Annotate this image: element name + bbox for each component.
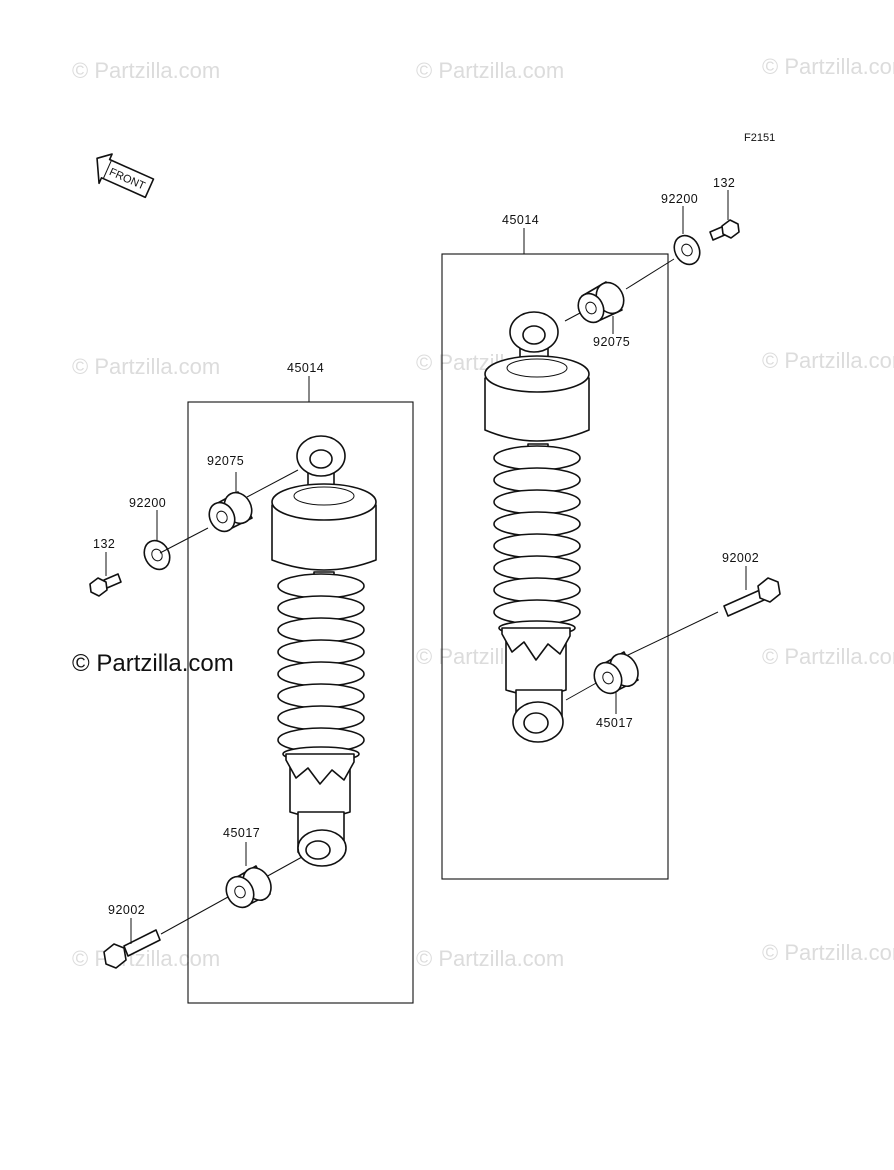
watermark-grid: © Partzilla.com © Partzilla.com © Partzi… — [72, 54, 894, 971]
left-lower-bushing-label: 45017 — [223, 826, 260, 840]
left-upper-bushing-label: 92075 — [207, 454, 244, 468]
front-arrow-icon: FRONT — [96, 153, 155, 199]
watermark: © Partzilla.com — [762, 54, 894, 79]
right-upper-bushing-label: 92075 — [593, 335, 630, 349]
watermark: © Partzilla.com — [72, 354, 220, 379]
left-shock-assembly: 45014 — [89, 361, 414, 1004]
right-washer-label: 92200 — [661, 192, 698, 206]
right-upper-bushing — [577, 281, 625, 324]
left-lower-bolt-label: 92002 — [108, 903, 145, 917]
watermark: © Partzilla.com — [72, 946, 220, 971]
right-lower-bolt-label: 92002 — [722, 551, 759, 565]
right-lower-bushing-label: 45017 — [596, 716, 633, 730]
right-lower-bushing — [593, 651, 639, 695]
right-shock-assembly: 45014 — [441, 176, 781, 880]
right-upper-bolt-label: 132 — [713, 176, 735, 190]
right-shock-absorber — [484, 311, 590, 743]
watermark: © Partzilla.com — [762, 348, 894, 373]
left-upper-bushing — [208, 491, 253, 533]
left-group-label: 45014 — [287, 361, 324, 375]
watermark: © Partzilla.com — [762, 940, 894, 965]
watermark: © Partzilla.com — [762, 644, 894, 669]
right-assembly-frame — [441, 253, 669, 880]
watermark: © Partzilla.com — [72, 58, 220, 83]
right-lower-bolt — [723, 577, 781, 617]
left-upper-bolt — [89, 573, 122, 597]
right-group-label: 45014 — [502, 213, 539, 227]
left-upper-bolt-label: 132 — [93, 537, 115, 551]
watermark: © Partzilla.com — [416, 946, 564, 971]
watermark-strong: © Partzilla.com — [72, 650, 234, 677]
right-washer — [673, 234, 701, 266]
left-lower-bolt — [103, 929, 161, 969]
watermark: © Partzilla.com — [416, 58, 564, 83]
figure-code: F2151 — [744, 132, 775, 144]
right-upper-bolt — [709, 219, 740, 241]
left-washer-label: 92200 — [129, 496, 166, 510]
left-lower-bushing — [225, 865, 272, 909]
left-washer — [143, 539, 171, 571]
left-assembly-frame — [187, 401, 414, 1004]
left-shock-absorber — [271, 435, 377, 867]
